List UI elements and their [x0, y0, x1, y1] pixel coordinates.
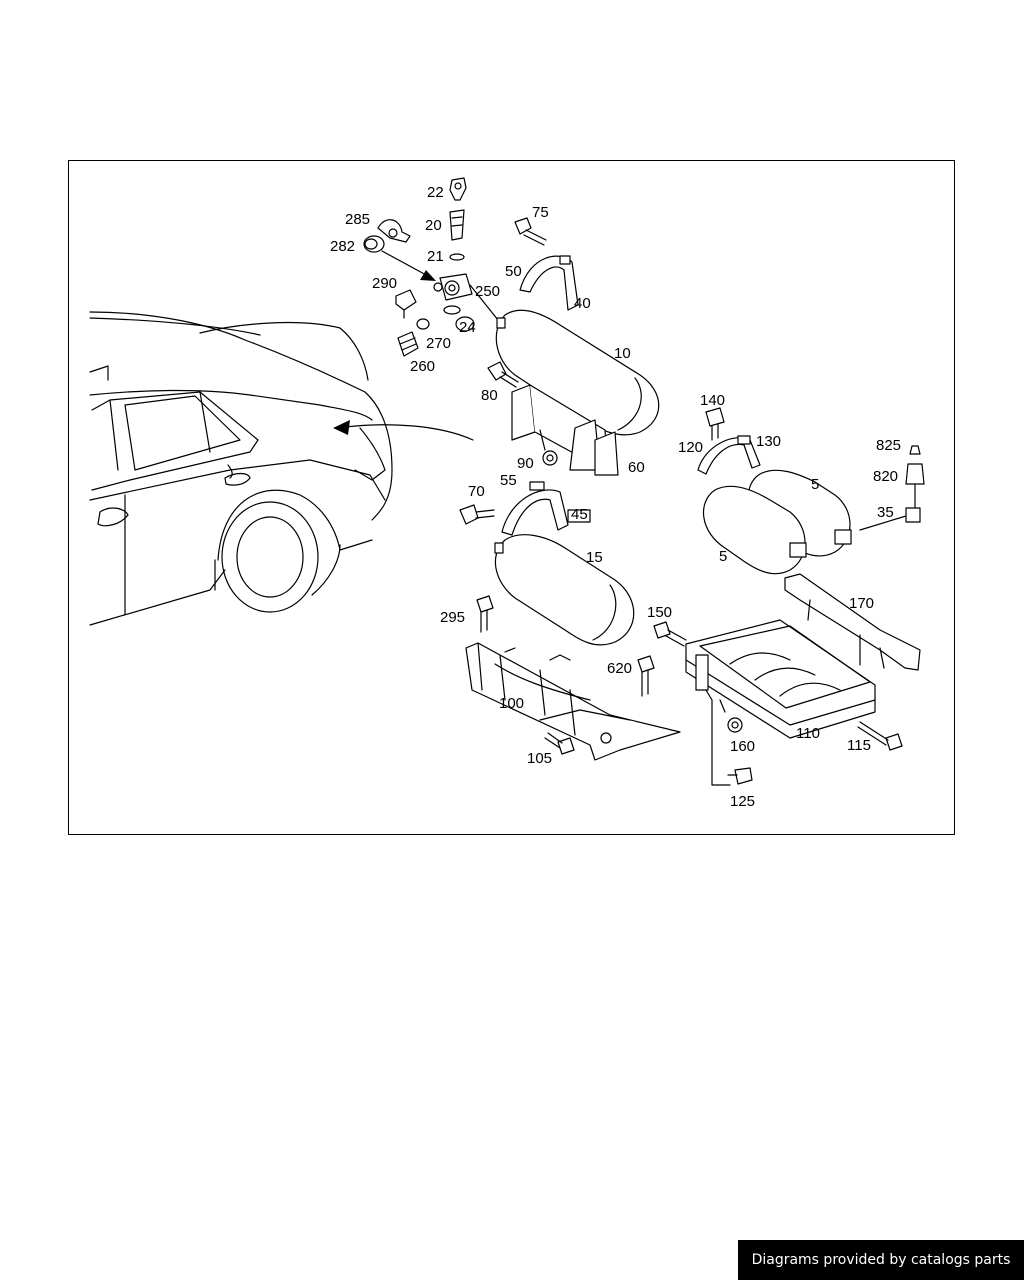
strap-120: [697, 407, 761, 475]
bracket-170: [784, 573, 921, 671]
callout-5-lower: 5: [719, 548, 727, 565]
callout-35: 35: [877, 504, 894, 521]
callout-60: 60: [628, 459, 645, 476]
callout-21: 21: [427, 248, 444, 265]
callout-820: 820: [873, 468, 898, 485]
callout-290: 290: [372, 275, 397, 292]
callout-90: 90: [517, 455, 534, 472]
callout-24: 24: [459, 319, 476, 336]
callout-285: 285: [345, 211, 370, 228]
callout-170: 170: [849, 595, 874, 612]
bracket-60: [487, 361, 619, 476]
callout-825: 825: [876, 437, 901, 454]
callout-10: 10: [614, 345, 631, 362]
callout-15: 15: [586, 549, 603, 566]
frame-100: [465, 642, 681, 761]
tank-10: [495, 309, 660, 436]
callout-620: 620: [607, 660, 632, 677]
footer-credit-banner: Diagrams provided by catalogs parts: [738, 1240, 1024, 1280]
sensor-parts: [859, 445, 925, 531]
valve-fittings: [363, 177, 499, 357]
callout-150: 150: [647, 604, 672, 621]
callout-75: 75: [532, 204, 549, 221]
callout-120: 120: [678, 439, 703, 456]
callout-125: 125: [730, 793, 755, 810]
callout-70: 70: [468, 483, 485, 500]
callout-130: 130: [756, 433, 781, 450]
callout-270: 270: [426, 335, 451, 352]
lower-strap: [459, 481, 591, 536]
callout-20: 20: [425, 217, 442, 234]
callout-45: 45: [571, 506, 588, 523]
footer-credit-text: Diagrams provided by catalogs parts: [751, 1252, 1011, 1268]
callout-labels: 22 285 20 75 282 21 50 290 250 40 24 270…: [330, 184, 901, 810]
callout-105: 105: [527, 750, 552, 767]
pointer-arrows: [333, 250, 474, 441]
callout-250: 250: [475, 283, 500, 300]
callout-160: 160: [730, 738, 755, 755]
callout-295: 295: [440, 609, 465, 626]
callout-80: 80: [481, 387, 498, 404]
bolt-295: [476, 595, 494, 633]
cradle-110: [653, 619, 903, 786]
callout-55: 55: [500, 472, 517, 489]
tank-15: [494, 534, 635, 646]
callout-100: 100: [499, 695, 524, 712]
callout-260: 260: [410, 358, 435, 375]
callout-22: 22: [427, 184, 444, 201]
tanks-5: [702, 469, 852, 575]
callout-5-upper: 5: [811, 476, 819, 493]
callout-115: 115: [847, 737, 871, 754]
vehicle-outline: [89, 311, 393, 626]
callout-40: 40: [574, 295, 591, 312]
upper-strap: [514, 217, 579, 311]
callout-282: 282: [330, 238, 355, 255]
callout-140: 140: [700, 392, 725, 409]
callout-50: 50: [505, 263, 522, 280]
callout-110: 110: [796, 725, 820, 742]
